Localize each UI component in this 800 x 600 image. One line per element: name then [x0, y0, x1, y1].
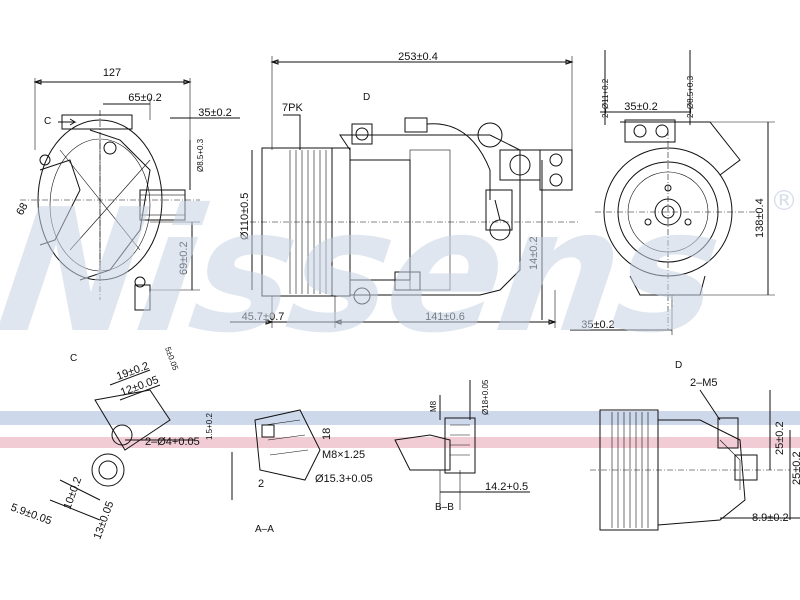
side-view-c: 127 65±0.2 35±0.2 C Ø8.5+0.3 69±0.2	[14, 67, 240, 311]
dim-138: 138±0.4	[754, 198, 766, 238]
dim-2-8-5: 2–Ø8.5+0.3	[686, 75, 695, 118]
dim-65: 65±0.2	[128, 92, 162, 104]
dim-14: 14±0.2	[528, 236, 540, 270]
dim-14-2: 14.2+0.5	[485, 481, 528, 493]
detail-a-a: 1.5+0.2 18 M8×1.25 Ø15.3+0.05 2 A–A	[205, 409, 373, 535]
detail-d: D 2–M5 25±0.2 25±0.2 8.9±0.2	[590, 360, 800, 531]
view-label-d: D	[363, 92, 370, 103]
dim-8-5: Ø8.5+0.3	[196, 138, 205, 172]
section-label-b-b: B–B	[435, 502, 454, 513]
dim-2-11: 2–Ø11+0.2	[601, 78, 610, 118]
dim-35-right-top: 35±0.2	[624, 101, 658, 113]
dim-25-b: 25±0.2	[791, 451, 800, 485]
dim-m8-aa: M8×1.25	[322, 449, 365, 461]
detail-label-c: C	[70, 353, 77, 364]
dim-127: 127	[103, 67, 121, 79]
dim-253: 253±0.4	[398, 51, 438, 63]
dim-45-7: 45.7±0.7	[242, 311, 285, 323]
watermark-registered-mark: ®	[770, 184, 798, 217]
dim-m8-bb: M8	[429, 400, 438, 412]
section-label-a-a: A–A	[255, 524, 274, 535]
front-view: 2–Ø11+0.2 2–Ø8.5+0.3 35±0.2 138±0.4 35±0…	[570, 50, 775, 335]
pink-band	[0, 437, 800, 448]
dim-2-aa: 2	[258, 478, 264, 490]
dim-35-left: 35±0.2	[198, 107, 232, 119]
dim-2-m5: 2–M5	[690, 377, 718, 389]
dim-10: 10±0.2	[62, 475, 85, 511]
detail-label-d: D	[675, 360, 682, 371]
dim-141: 141±0.6	[425, 311, 465, 323]
dim-69: 69±0.2	[178, 241, 190, 275]
main-view-d: 253±0.4 D 7PK Ø110±0.5 14±0.2	[230, 51, 580, 328]
dim-13: 13±0.05	[92, 500, 117, 541]
dim-110: Ø110±0.5	[239, 193, 251, 240]
dim-18-aa: 18	[321, 428, 333, 440]
dim-1-5: 1.5+0.2	[205, 413, 214, 440]
dim-5-9: 5.9±0.05	[9, 502, 53, 528]
dim-18-bb: Ø18+0.05	[481, 379, 490, 415]
view-label-c: C	[44, 116, 51, 127]
watermark-text: Nissens	[0, 173, 728, 371]
label-7pk: 7PK	[282, 102, 303, 114]
dim-25-a: 25±0.2	[774, 421, 786, 455]
dim-35-right-bottom: 35±0.2	[581, 319, 615, 331]
blue-band	[0, 411, 800, 425]
dim-15-3: Ø15.3+0.05	[315, 473, 373, 485]
detail-b-b: M8 Ø18+0.05 14.2+0.5 B–B	[394, 379, 530, 513]
dim-8-9: 8.9±0.2	[752, 512, 789, 524]
dim-2-4: 2–Ø4+0.05	[145, 436, 200, 448]
nissens-watermark: Nissens ®	[0, 173, 798, 371]
dim-68: 68	[14, 201, 31, 218]
